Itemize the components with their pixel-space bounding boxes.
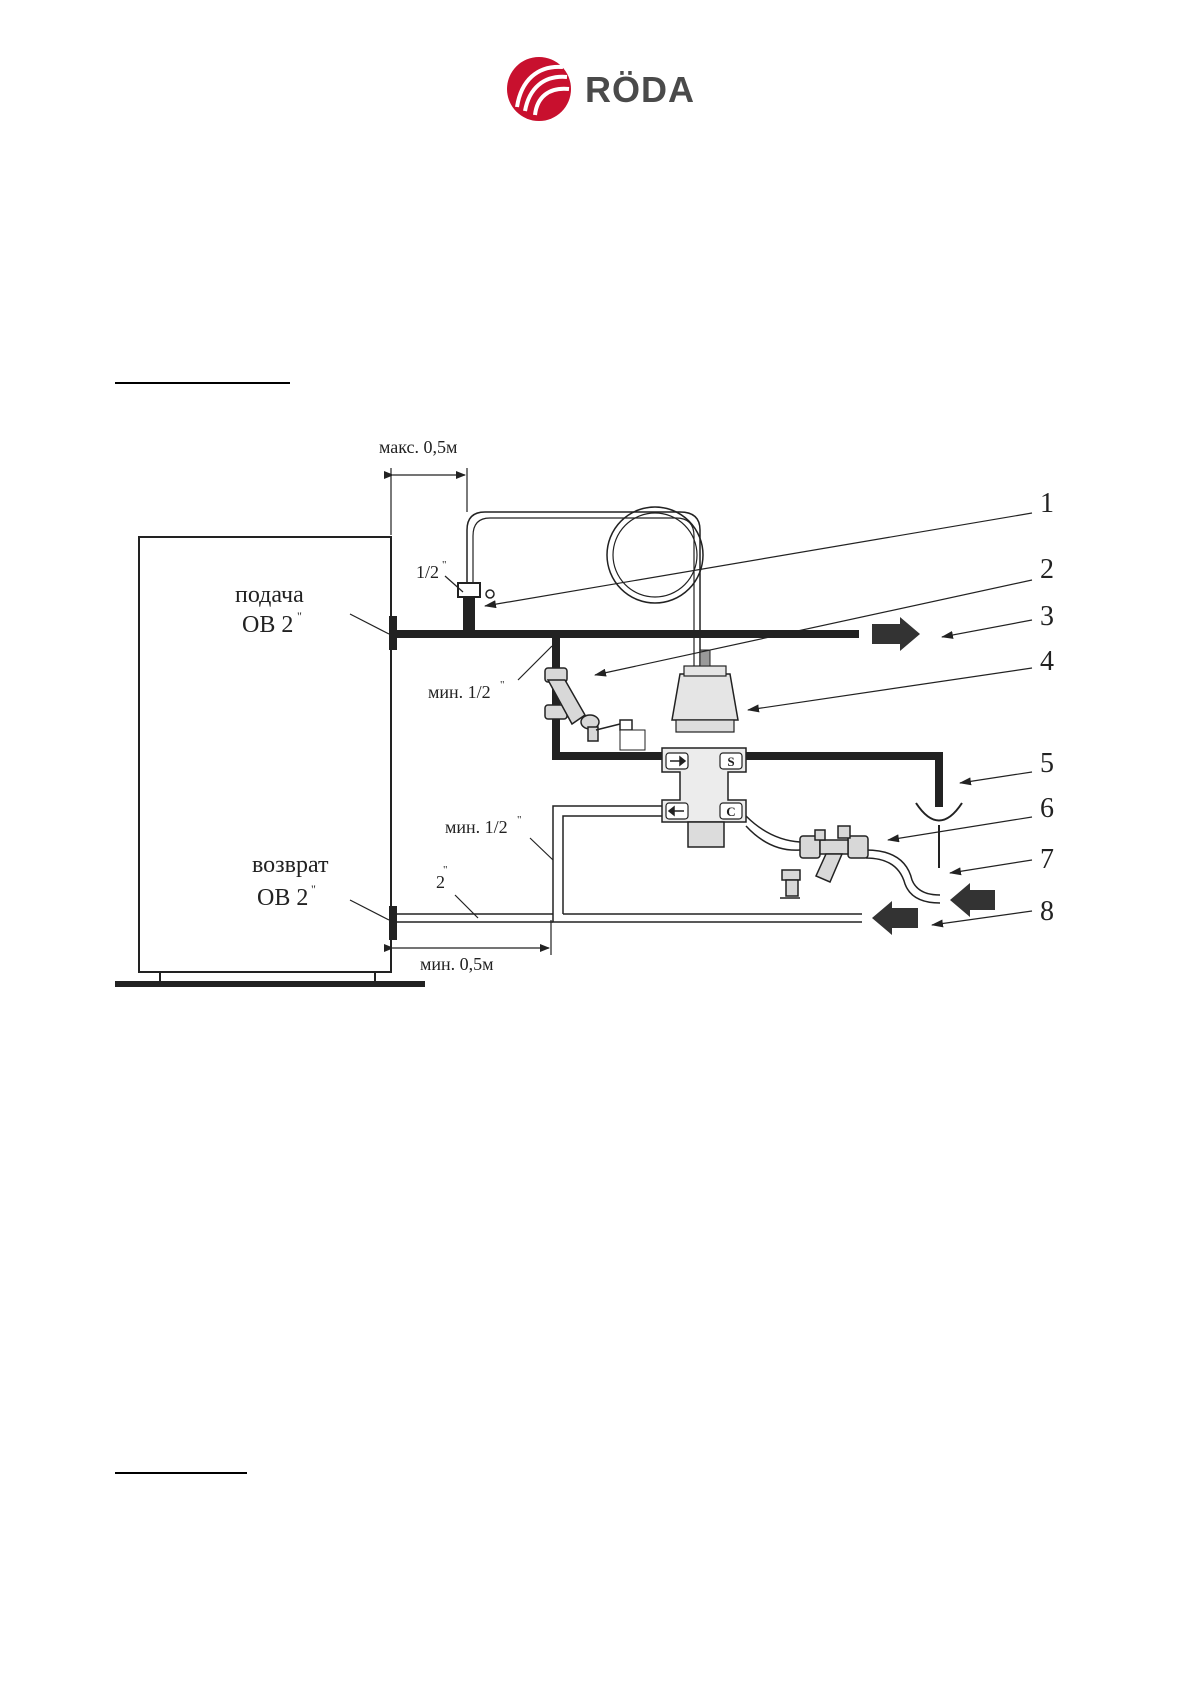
min-half-mark-2: " (517, 814, 522, 826)
mix-cold-pipe (552, 805, 862, 923)
branch-check-valve (544, 667, 633, 742)
supply-title: подача (235, 582, 304, 608)
supply-flange (389, 616, 397, 650)
return-size: ОВ 2 (257, 885, 308, 911)
max-dist-label: макс. 0,5м (379, 437, 457, 457)
hot-port-label: S (727, 754, 734, 769)
capillary-tube (466, 511, 701, 668)
capillary-coil (606, 506, 704, 604)
supply-size: ОВ 2 (242, 612, 293, 638)
tank-base (115, 981, 425, 987)
cold-inlet-pipe (745, 815, 801, 851)
callout-3: 3 (1040, 601, 1054, 632)
cold-port-label: C (726, 804, 735, 819)
two-inch-label: 2 (436, 872, 445, 892)
drain-pipe-h (728, 752, 943, 760)
callout-6: 6 (1040, 793, 1054, 824)
two-inch-mark: " (443, 864, 448, 876)
callout-4: 4 (1040, 646, 1054, 677)
heading-rule-bottom (115, 1472, 247, 1474)
cold-inlet-arrow (950, 883, 995, 917)
min-dist-label: мин. 0,5м (420, 954, 494, 974)
return-flange (389, 906, 397, 940)
return-title: возврат (252, 852, 329, 878)
brand-name: RÖDA (585, 69, 695, 110)
return-pipe (397, 913, 862, 923)
cold-check-valve (780, 825, 869, 899)
callout-1: 1 (1040, 488, 1054, 519)
callout-2: 2 (1040, 554, 1054, 585)
heading-rule-top (115, 382, 290, 384)
half-inch-mark: " (442, 559, 447, 571)
callout-5: 5 (1040, 748, 1054, 779)
half-inch-label: 1/2 (416, 562, 439, 582)
supply-inch-mark: " (297, 609, 302, 623)
drain-funnel (915, 802, 963, 822)
min-half-label-1: мин. 1/2 (428, 682, 491, 702)
sensor-pocket (457, 582, 481, 598)
roda-emblem-icon (507, 57, 571, 121)
mix-hot-pipe (552, 752, 672, 760)
thermostatic-mixing-valve: S C (661, 649, 747, 848)
min-half-label-2: мин. 1/2 (445, 817, 508, 837)
callout-8: 8 (1040, 896, 1054, 927)
callout-7: 7 (1040, 844, 1054, 875)
water-heater-tank (138, 536, 392, 973)
roda-logo: RÖDA (505, 55, 705, 125)
min-half-mark-1: " (500, 679, 505, 691)
drain-pipe-v (935, 752, 943, 807)
sensor-stub (463, 592, 475, 632)
return-inch-mark: " (311, 882, 316, 896)
supply-pipe (397, 630, 859, 638)
callouts: 1 2 3 4 5 6 7 8 (484, 488, 1054, 928)
return-inlet-arrow (872, 901, 918, 935)
hot-outlet-arrow (872, 617, 920, 651)
